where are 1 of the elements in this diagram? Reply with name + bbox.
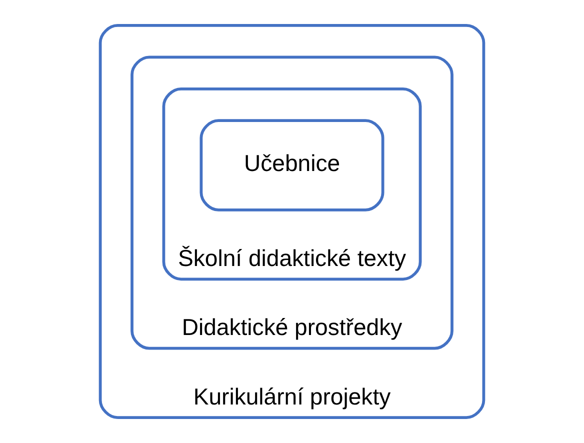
node-box: Učebnice [200, 119, 384, 212]
